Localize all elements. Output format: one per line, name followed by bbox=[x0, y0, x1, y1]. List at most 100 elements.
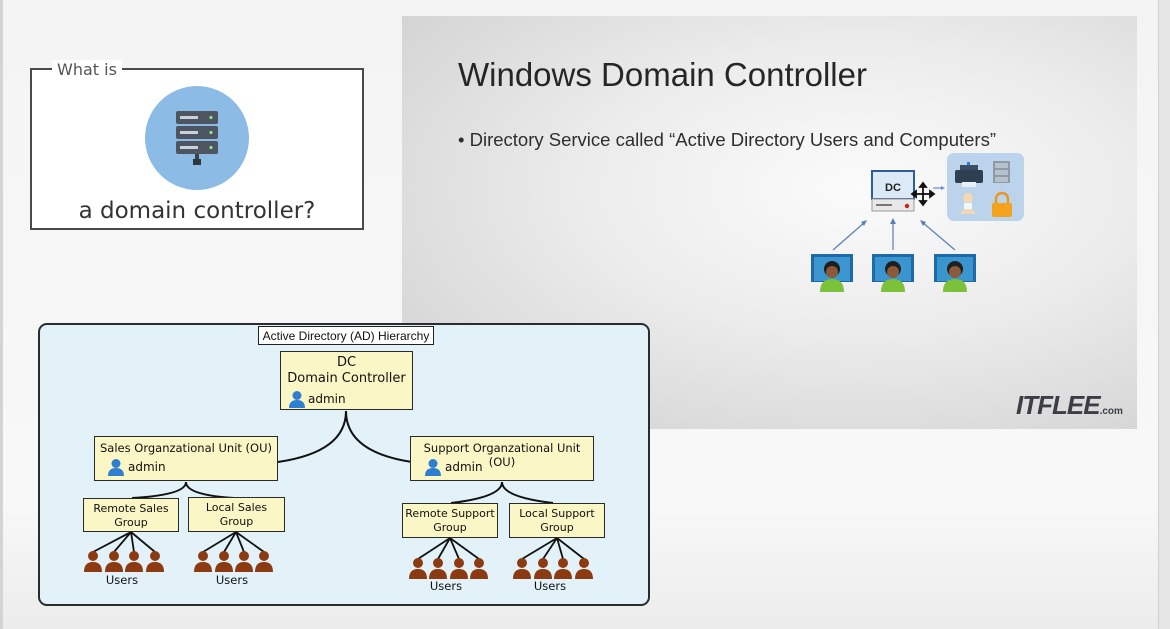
remote-support-group-line2: Group bbox=[433, 521, 467, 534]
dc-admin-label: admin bbox=[308, 392, 346, 406]
users-label-local-sales: Users bbox=[215, 573, 249, 587]
local-support-group-node: Local Support Group bbox=[509, 503, 605, 538]
user-link-line bbox=[556, 537, 564, 560]
user-icon-body bbox=[534, 569, 552, 579]
remote-support-group-line1: Remote Support bbox=[405, 507, 495, 520]
user-link-line bbox=[113, 531, 132, 553]
user-icon-body bbox=[194, 562, 212, 572]
user-link-line bbox=[556, 537, 585, 560]
support-ou-node: Support Organzational Unit (OU) admin bbox=[410, 436, 594, 481]
user-icon-body bbox=[215, 562, 233, 572]
user-icon-head bbox=[579, 558, 589, 568]
user-icon-head bbox=[259, 551, 269, 561]
ad-hierarchy-header: Active Directory (AD) Hierarchy bbox=[258, 326, 434, 345]
user-icon-head bbox=[558, 558, 568, 568]
dc-node: DC Domain Controller admin bbox=[280, 351, 413, 410]
user-icon-head bbox=[538, 558, 548, 568]
itflee-logo: ITFLEE.com bbox=[1016, 390, 1123, 420]
dc-node-line1: DC bbox=[336, 355, 357, 370]
user-icon-head bbox=[88, 551, 98, 561]
sales-admin-label: admin bbox=[128, 460, 166, 474]
users-label-local-support: Users bbox=[533, 579, 567, 593]
slide-title: Windows Domain Controller bbox=[458, 56, 867, 93]
sales-ou-node: Sales Organzational Unit (OU) admin bbox=[94, 436, 278, 481]
user-link-line bbox=[542, 537, 558, 560]
resources-box bbox=[947, 153, 1024, 221]
users-local-sales bbox=[194, 531, 273, 572]
user-icon-body bbox=[105, 562, 123, 572]
user-link-line bbox=[130, 531, 135, 553]
user-icon-head bbox=[129, 551, 139, 561]
user-icon-body bbox=[125, 562, 143, 572]
user-link-line bbox=[235, 531, 265, 553]
user-icon-body bbox=[470, 569, 488, 579]
user-icon-body bbox=[84, 562, 102, 572]
users-local-support bbox=[513, 537, 593, 579]
user-icon-head bbox=[239, 551, 249, 561]
local-sales-group-line2: Group bbox=[219, 515, 254, 528]
user-link-line bbox=[202, 531, 237, 553]
page-edge-left bbox=[0, 0, 3, 629]
server-icon-circle bbox=[145, 86, 249, 190]
remote-sales-group-line1: Remote Sales bbox=[93, 502, 169, 515]
user-icon-head bbox=[433, 558, 443, 568]
user-icon-head bbox=[517, 558, 527, 568]
user-icon-body bbox=[235, 562, 253, 572]
user-link-line bbox=[92, 531, 132, 553]
support-admin-label: admin bbox=[445, 460, 483, 474]
printer-icon bbox=[955, 162, 983, 187]
user-icon-head bbox=[198, 551, 208, 561]
users-remote-support bbox=[409, 537, 488, 579]
user-icon-head bbox=[219, 551, 229, 561]
user-icon-head bbox=[109, 551, 119, 561]
user-icon-body bbox=[554, 569, 572, 579]
thumbnail-legend: What is bbox=[52, 60, 122, 79]
sales-ou-label: Sales Organzational Unit (OU) bbox=[100, 441, 272, 455]
user-link-line bbox=[437, 537, 451, 560]
remote-sales-group-node: Remote Sales Group bbox=[83, 498, 179, 532]
dc-admin-row: admin bbox=[288, 390, 346, 408]
user-computer-icon-1 bbox=[811, 254, 853, 292]
move-cursor-icon bbox=[910, 181, 936, 207]
user-link-line bbox=[449, 537, 460, 560]
local-support-group-line1: Local Support bbox=[519, 507, 595, 520]
page-scrollbar-edge[interactable] bbox=[1158, 0, 1170, 629]
user-icon-head bbox=[454, 558, 464, 568]
user-computer-icon-3 bbox=[934, 254, 976, 292]
file-cabinet-icon bbox=[993, 161, 1010, 183]
users-label-remote-support: Users bbox=[429, 579, 463, 593]
user-computer-icon-2 bbox=[872, 254, 914, 292]
thumbnail-caption: a domain controller? bbox=[78, 198, 316, 224]
sales-admin-row: admin bbox=[107, 458, 166, 476]
user-link-line bbox=[521, 537, 558, 560]
user-icon-head bbox=[474, 558, 484, 568]
user-icon-body bbox=[450, 569, 468, 579]
local-support-group-line2: Group bbox=[540, 521, 574, 534]
user-icon-body bbox=[255, 562, 273, 572]
user-icon-head bbox=[413, 558, 423, 568]
user-icon-head bbox=[150, 551, 160, 561]
user-link-line bbox=[417, 537, 451, 560]
slide-bullet: • Directory Service called “Active Direc… bbox=[458, 129, 996, 150]
users-label-remote-sales: Users bbox=[105, 573, 139, 587]
dc-computer-icon: DC bbox=[871, 170, 915, 212]
admin-user-icon bbox=[425, 459, 441, 476]
intro-thumbnail: What is a domain controller? bbox=[30, 60, 364, 230]
admin-user-icon bbox=[289, 391, 305, 408]
user-resource-icon bbox=[960, 193, 976, 214]
user-link-line bbox=[223, 531, 237, 553]
admin-user-icon bbox=[108, 459, 124, 476]
dc-label: DC bbox=[885, 182, 901, 194]
remote-support-group-node: Remote Support Group bbox=[402, 503, 498, 538]
support-ou-label: Support Organzational Unit (OU) bbox=[423, 441, 581, 469]
user-icon-body bbox=[429, 569, 447, 579]
support-admin-row: admin bbox=[424, 458, 483, 476]
user-icon-body bbox=[409, 569, 427, 579]
local-sales-group-line1: Local Sales bbox=[205, 501, 268, 514]
lock-icon bbox=[992, 191, 1012, 217]
user-icon-body bbox=[513, 569, 531, 579]
server-icon bbox=[176, 111, 218, 165]
remote-sales-group-line2: Group bbox=[114, 516, 148, 529]
user-link-line bbox=[235, 531, 245, 553]
